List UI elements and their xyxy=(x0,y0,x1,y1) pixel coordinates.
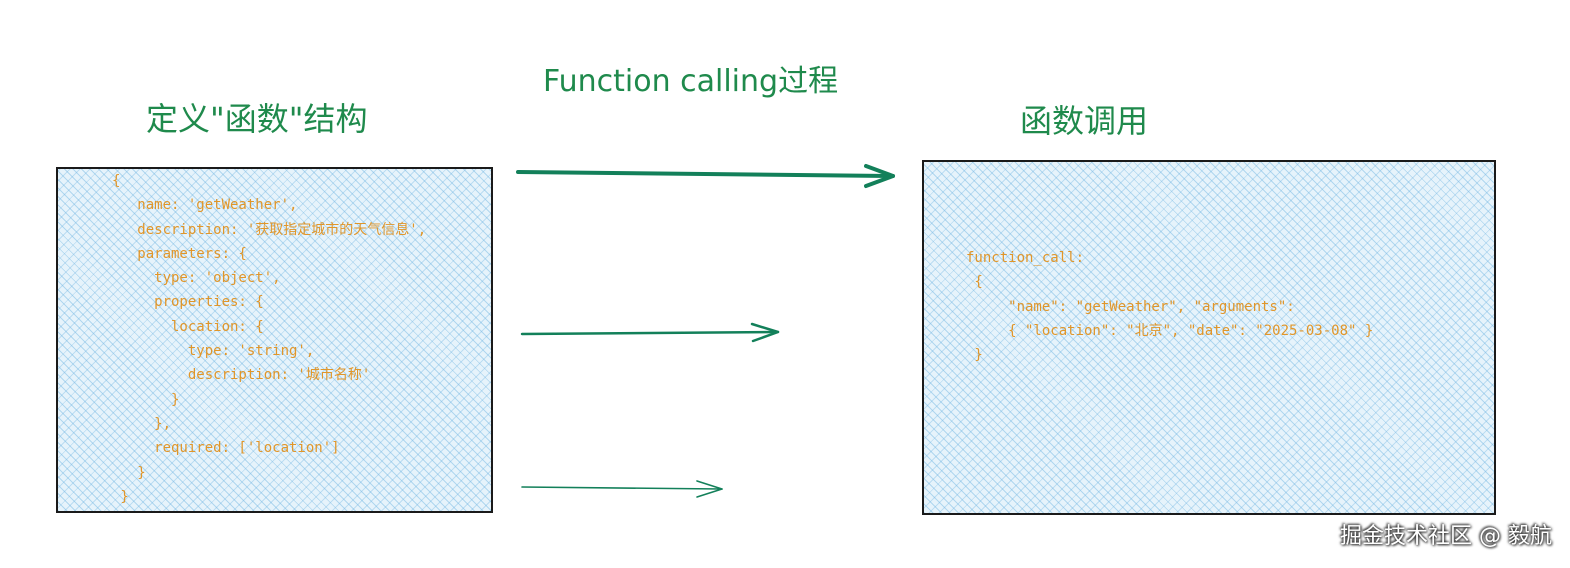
right-heading: 函数调用 xyxy=(1020,102,1149,140)
left-heading: 定义"函数"结构 xyxy=(146,100,368,138)
diagram-title: Function calling过程 xyxy=(543,64,839,99)
function-call-panel: function_call: { "name": "getWeather", "… xyxy=(922,160,1496,515)
arrow-bottom xyxy=(521,480,723,498)
arrow-middle xyxy=(520,322,780,343)
arrow-top xyxy=(516,164,895,188)
watermark: 掘金技术社区 @ 毅航 xyxy=(1340,524,1552,549)
function-definition-panel: { name: 'getWeather', description: '获取指定… xyxy=(56,167,493,513)
function-definition-code: { name: 'getWeather', description: '获取指定… xyxy=(112,173,427,505)
function-call-code: function_call: { "name": "getWeather", "… xyxy=(966,250,1374,364)
